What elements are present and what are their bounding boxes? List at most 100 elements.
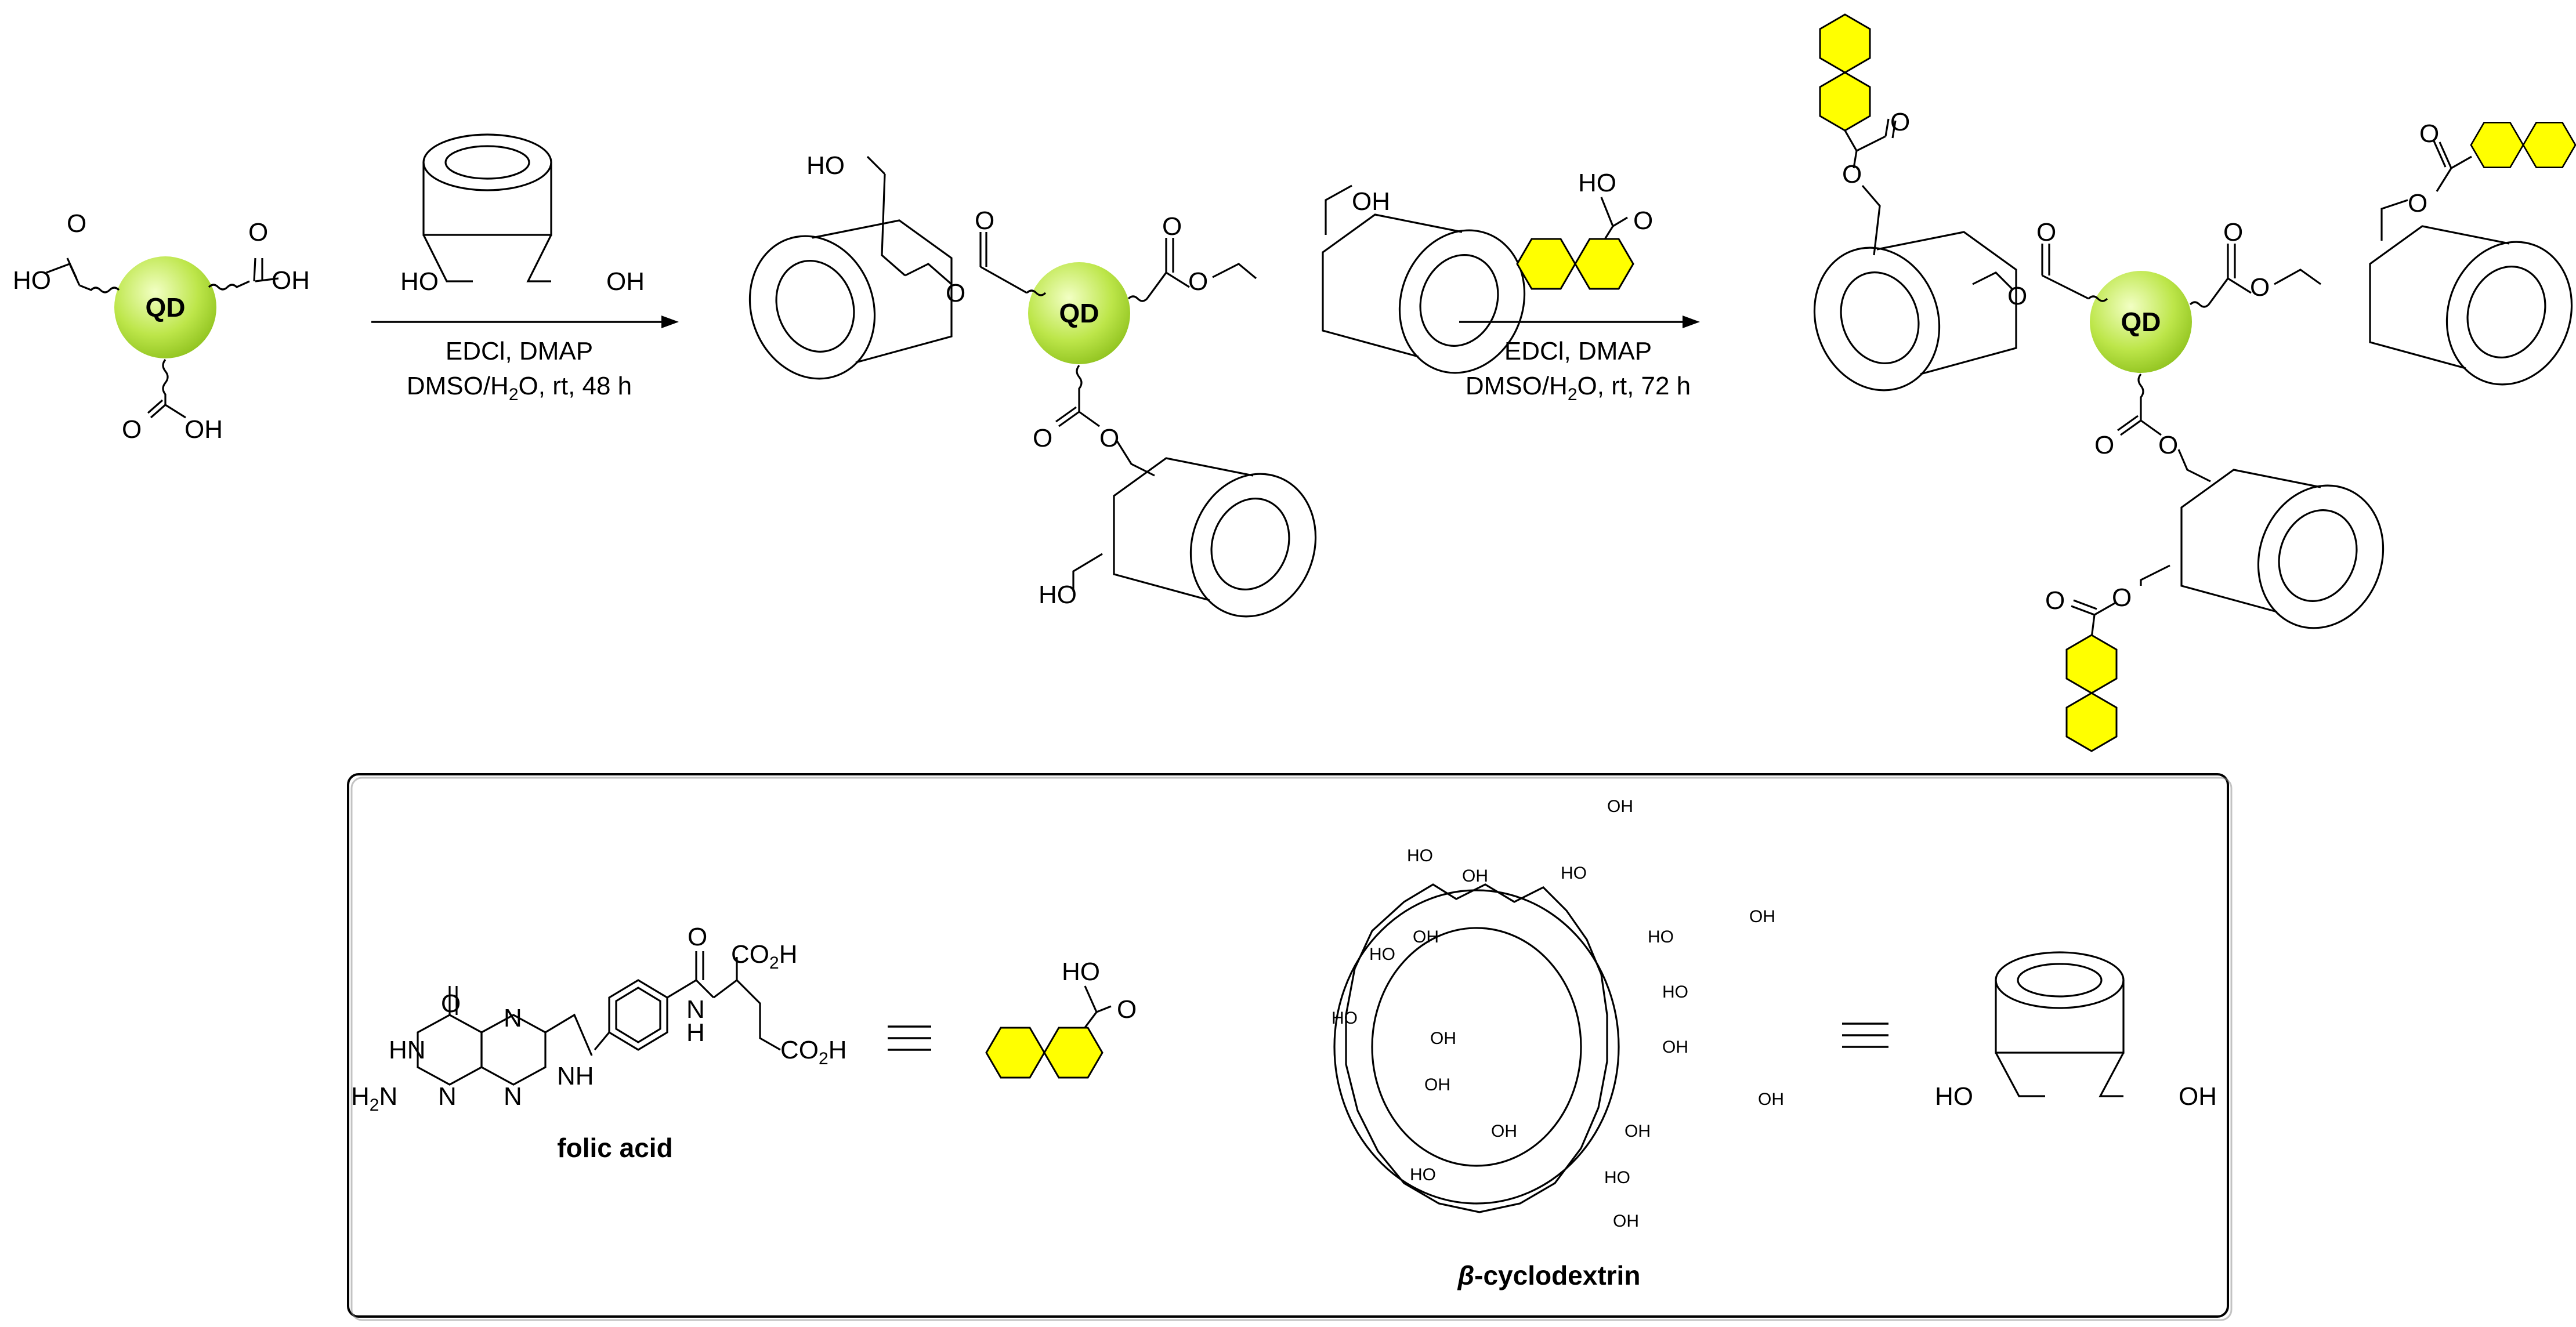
legend-box: O HN H2N N N N NH O H N CO2H CO2H folic …	[347, 773, 2233, 1321]
svg-text:HO: HO	[1332, 1009, 1358, 1028]
svg-text:OH: OH	[2179, 1082, 2217, 1111]
svg-text:OH: OH	[1749, 907, 1775, 926]
svg-text:EDCl, DMAP: EDCl, DMAP	[1504, 337, 1652, 365]
svg-text:O: O	[2250, 273, 2270, 302]
svg-text:H: H	[686, 1018, 705, 1047]
equivalence-symbol	[888, 1025, 931, 1051]
svg-text:O: O	[2419, 119, 2439, 148]
svg-text:O: O	[1162, 212, 1182, 241]
svg-text:QD: QD	[2121, 307, 2161, 337]
svg-text:OH: OH	[1424, 1075, 1450, 1094]
svg-text:HO: HO	[1604, 1168, 1630, 1187]
qd-cd-intermediate: QD HO O O O O OH O O HO	[729, 151, 1546, 635]
beta-cyclodextrin-label: β-cyclodextrin	[1457, 1260, 1641, 1290]
svg-text:OH: OH	[1430, 1029, 1456, 1048]
svg-text:N: N	[686, 995, 705, 1024]
quantum-dot	[114, 256, 216, 358]
folate-co2h-top: CO2H	[731, 940, 797, 973]
svg-text:HO: HO	[1935, 1082, 1973, 1111]
qd-label: QD	[146, 292, 186, 322]
svg-text:OH: OH	[1607, 797, 1633, 816]
step2-conditions-line2: DMSO/H2O, rt, 72 h	[1466, 372, 1691, 404]
svg-text:O: O	[1033, 424, 1052, 452]
cyclodextrin-cup-left-icon	[1793, 229, 2017, 409]
svg-text:HO: HO	[806, 151, 845, 180]
quantum-dot	[2090, 271, 2192, 373]
folic-acid-label: folic acid	[557, 1133, 672, 1163]
naphthoic-acid-reagent-icon	[1516, 238, 1634, 290]
svg-text:O: O	[1842, 160, 1862, 188]
folate-h2n: H2N	[351, 1082, 397, 1115]
svg-text:O: O	[2045, 586, 2065, 615]
svg-text:OH: OH	[1491, 1122, 1517, 1141]
svg-text:OH: OH	[1758, 1090, 1784, 1109]
svg-text:O: O	[1890, 108, 1910, 136]
svg-text:HO: HO	[1410, 1165, 1436, 1184]
svg-text:HO: HO	[1648, 927, 1674, 947]
svg-text:O: O	[1117, 995, 1137, 1024]
svg-text:O: O	[946, 279, 965, 307]
svg-text:HO: HO	[1062, 958, 1100, 986]
naphthalene-top-icon	[1819, 13, 1871, 132]
qd-cd-fa-product: QD O O O O O O O O O O O O	[1793, 13, 2576, 752]
svg-text:O: O	[67, 209, 86, 238]
svg-text:OH: OH	[1625, 1122, 1651, 1141]
svg-text:OH: OH	[606, 267, 645, 296]
svg-text:HO: HO	[1039, 581, 1077, 609]
cyclodextrin-reagent-icon	[422, 133, 552, 236]
svg-text:HN: HN	[389, 1036, 426, 1064]
svg-text:O: O	[441, 989, 461, 1018]
legend-frame	[347, 773, 2229, 1318]
svg-text:EDCl, DMAP: EDCl, DMAP	[446, 337, 593, 365]
svg-text:OH: OH	[184, 415, 223, 444]
svg-text:HO: HO	[1662, 982, 1688, 1002]
folic-acid-structure: O HN H2N N N N NH O H N CO2H CO2H	[351, 923, 846, 1115]
svg-text:O: O	[2094, 431, 2114, 459]
svg-text:QD: QD	[1059, 298, 1099, 328]
svg-text:O: O	[2158, 431, 2178, 459]
quantum-dot	[1028, 262, 1130, 364]
svg-text:O: O	[1633, 206, 1653, 235]
svg-text:O: O	[688, 923, 707, 951]
cyclodextrin-cup-bottom-icon	[1113, 455, 1337, 635]
cyclodextrin-cup-bottom-icon	[2180, 467, 2404, 647]
beta-cyclodextrin-structure: OH HO OH HO OH HO OH HO HO OH HO OH OH O…	[1332, 797, 1784, 1231]
svg-text:O: O	[2007, 282, 2027, 310]
svg-text:O: O	[248, 218, 268, 246]
svg-text:HO: HO	[1578, 169, 1616, 197]
svg-text:OH: OH	[1413, 927, 1439, 947]
svg-text:N: N	[504, 1082, 522, 1111]
step2-arrow-group: HO O EDCl, DMAP DMSO/H2O, rt, 72 h	[1459, 169, 1700, 404]
svg-text:OH: OH	[1613, 1212, 1639, 1231]
svg-text:O: O	[1099, 424, 1119, 452]
naphthalene-right-icon	[2470, 121, 2576, 169]
svg-text:O: O	[2223, 218, 2243, 246]
svg-text:O: O	[122, 415, 142, 444]
step1-arrow-group: HO OH EDCl, DMAP DMSO/H2O, rt, 48 h	[371, 133, 679, 404]
equivalence-symbol	[1842, 1023, 1888, 1048]
naphthalene-bottom-icon	[2065, 634, 2118, 752]
svg-text:OH: OH	[272, 266, 310, 295]
svg-text:HO: HO	[1407, 846, 1433, 865]
svg-text:O: O	[2408, 189, 2427, 217]
cyclodextrin-cup-left-icon	[729, 217, 953, 397]
svg-text:O: O	[2036, 218, 2056, 246]
svg-text:HO: HO	[13, 266, 51, 295]
svg-text:O: O	[2112, 583, 2132, 612]
folate-co2h-bottom: CO2H	[780, 1036, 846, 1068]
step1-conditions-line2: DMSO/H2O, rt, 48 h	[407, 372, 632, 404]
qd-reactant: QD O HO O OH O OH	[13, 209, 310, 444]
cyclodextrin-cup-right-icon	[2369, 223, 2576, 403]
svg-text:OH: OH	[1662, 1038, 1688, 1057]
svg-text:OH: OH	[1352, 187, 1390, 216]
svg-text:N: N	[504, 1004, 522, 1032]
svg-text:O: O	[975, 206, 994, 235]
svg-text:NH: NH	[557, 1062, 594, 1090]
svg-text:O: O	[1188, 267, 1208, 296]
svg-text:OH: OH	[1462, 866, 1488, 886]
svg-text:HO: HO	[1369, 945, 1395, 964]
svg-text:HO: HO	[1561, 864, 1587, 883]
svg-text:N: N	[438, 1082, 457, 1111]
svg-text:HO: HO	[400, 267, 439, 296]
